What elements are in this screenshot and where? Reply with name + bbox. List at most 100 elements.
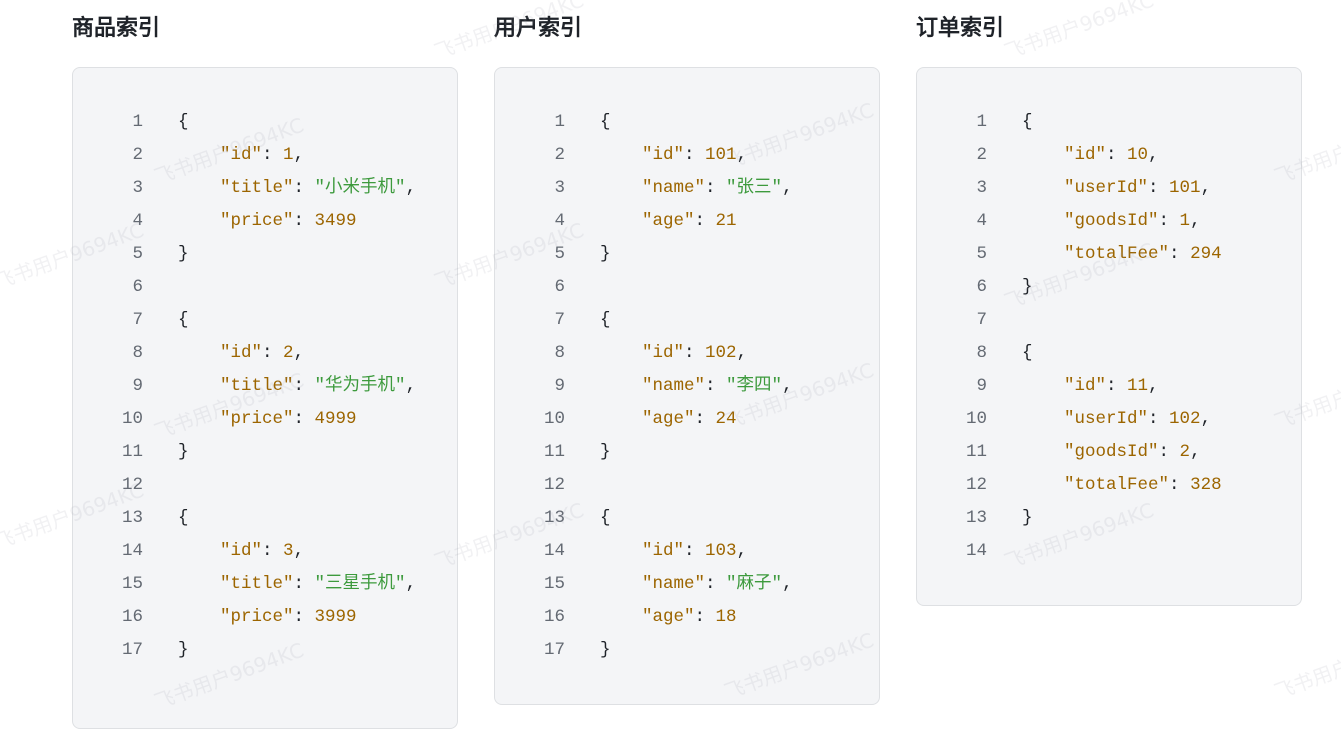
json-punct: , [1200,178,1212,198]
code-line: 1{ [495,106,879,139]
json-string: "小米手机" [314,178,406,198]
json-punct: , [1200,409,1212,429]
json-punct [600,376,642,396]
code-text: "id": 10, [1022,139,1159,172]
json-punct: , [293,145,305,165]
json-number: 3999 [314,607,357,627]
json-punct [1022,145,1064,165]
line-number: 14 [965,541,987,561]
json-key: "id" [1064,376,1107,396]
json-key: "userId" [1064,178,1149,198]
code-text: "name": "李四", [600,370,793,403]
line-number: 3 [554,178,565,198]
code-line: 8 "id": 2, [73,337,457,370]
json-punct [600,343,642,363]
code-text: "title": "华为手机", [178,370,416,403]
json-punct: , [293,343,305,363]
json-punct [600,178,642,198]
json-string: "华为手机" [314,376,406,396]
json-key: "id" [220,541,263,561]
json-number: 18 [715,607,737,627]
json-punct: : [705,376,727,396]
code-line: 6 [495,271,879,304]
json-punct: , [1190,211,1201,231]
json-punct [1022,244,1064,264]
json-number: 4999 [314,409,357,429]
json-punct: : [1106,145,1128,165]
json-key: "totalFee" [1064,475,1170,495]
json-punct [178,343,220,363]
json-key: "id" [220,145,263,165]
json-number: 21 [715,211,737,231]
json-punct: , [405,574,417,594]
code-line: 3 "title": "小米手机", [73,172,457,205]
json-key: "title" [220,574,294,594]
code-block-users: 1{2 "id": 101,3 "name": "张三",4 "age": 21… [494,67,880,705]
json-punct [600,574,642,594]
json-punct: , [736,145,748,165]
line-number: 13 [121,508,143,528]
json-punct: : [1148,409,1170,429]
line-number: 4 [976,211,987,231]
line-number: 7 [554,310,565,330]
json-string: "张三" [726,178,783,198]
code-line: 5 "totalFee": 294 [917,238,1301,271]
json-punct: } [178,640,189,660]
line-number: 7 [132,310,143,330]
code-text: "title": "三星手机", [178,568,416,601]
code-line: 2 "id": 10, [917,139,1301,172]
line-number: 15 [121,574,143,594]
json-punct [1022,211,1064,231]
json-number: 1 [1179,211,1191,231]
code-text: } [600,238,611,271]
json-number: 294 [1190,244,1222,264]
code-text: "name": "张三", [600,172,793,205]
code-line: 12 [495,469,879,502]
json-punct: { [600,310,611,330]
json-key: "id" [642,343,685,363]
code-text: "userId": 101, [1022,172,1211,205]
json-string: "李四" [726,376,783,396]
code-text: "id": 101, [600,139,747,172]
code-line: 2 "id": 1, [73,139,457,172]
line-number: 3 [976,178,987,198]
code-line: 13{ [495,502,879,535]
json-punct [178,574,220,594]
json-punct: : [1106,376,1128,396]
json-number: 24 [715,409,737,429]
code-text: "goodsId": 1, [1022,205,1201,238]
line-number: 8 [554,343,565,363]
json-number: 11 [1127,376,1149,396]
line-number: 6 [554,277,565,297]
code-line: 14 "id": 103, [495,535,879,568]
code-line: 9 "name": "李四", [495,370,879,403]
line-number: 1 [976,112,987,132]
code-line: 3 "name": "张三", [495,172,879,205]
json-key: "title" [220,376,294,396]
json-key: "totalFee" [1064,244,1170,264]
code-line: 14 "id": 3, [73,535,457,568]
line-number: 12 [543,475,565,495]
code-text: } [1022,271,1033,304]
code-text: "price": 3499 [178,205,357,238]
json-punct: : [1158,442,1180,462]
json-punct: : [1169,475,1191,495]
json-key: "title" [220,178,294,198]
line-number: 1 [132,112,143,132]
code-text: { [178,304,189,337]
code-line: 12 "totalFee": 328 [917,469,1301,502]
line-number: 8 [132,343,143,363]
code-text: "age": 24 [600,403,737,436]
json-key: "goodsId" [1064,211,1159,231]
code-line: 13} [917,502,1301,535]
json-punct: { [600,508,611,528]
code-line: 10 "age": 24 [495,403,879,436]
code-line: 11} [495,436,879,469]
line-number: 8 [976,343,987,363]
title-goods-index: 商品索引 [72,16,161,41]
json-punct: { [178,310,189,330]
code-line: 4 "goodsId": 1, [917,205,1301,238]
line-number: 15 [543,574,565,594]
json-string: "三星手机" [314,574,406,594]
json-punct: } [178,442,189,462]
